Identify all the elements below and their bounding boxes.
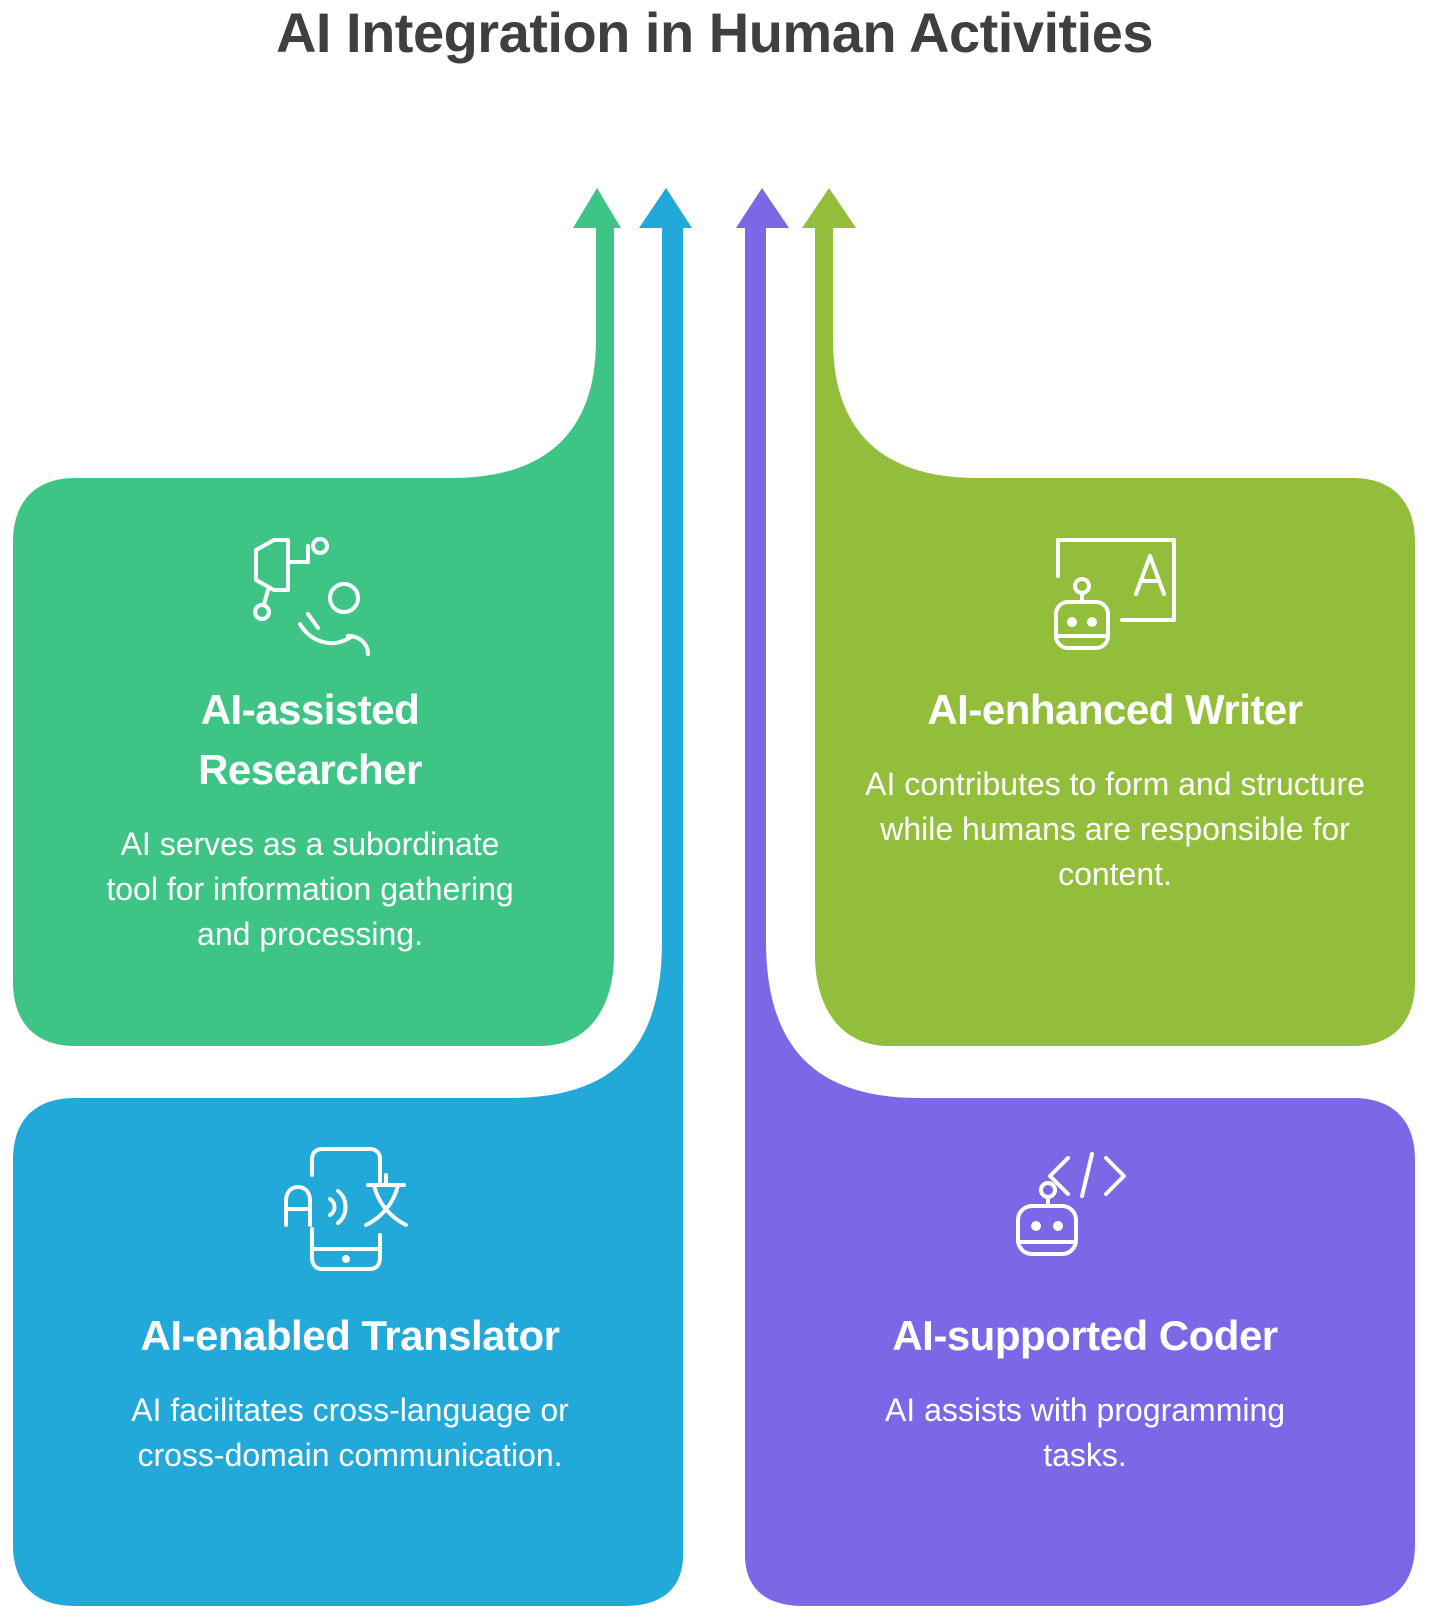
translator-title: AI-enabled Translator bbox=[140, 1312, 560, 1359]
researcher-title: AI-assisted Researcher bbox=[198, 686, 422, 793]
coder-card: AI-supported Coder AI assists with progr… bbox=[770, 1306, 1400, 1478]
phone-translate-icon bbox=[282, 1145, 412, 1275]
coder-title: AI-supported Coder bbox=[892, 1312, 1278, 1359]
robot-letter-board-icon bbox=[1050, 532, 1180, 657]
translator-description: AI facilitates cross-language or cross-d… bbox=[131, 1392, 569, 1473]
translator-card-body bbox=[13, 188, 692, 1606]
page-title: AI Integration in Human Activities bbox=[275, 1, 1154, 64]
translator-card: AI-enabled Translator AI facilitates cro… bbox=[30, 1306, 670, 1478]
robot-code-icon bbox=[1010, 1150, 1140, 1275]
researcher-card: AI-assisted Researcher AI serves as a su… bbox=[30, 680, 590, 957]
researcher-robot-arm-icon bbox=[248, 532, 378, 657]
writer-card: AI-enhanced Writer AI contributes to for… bbox=[835, 680, 1395, 897]
researcher-card-body bbox=[13, 188, 621, 1046]
writer-description: AI contributes to form and structure whi… bbox=[865, 766, 1365, 892]
writer-title: AI-enhanced Writer bbox=[927, 686, 1303, 733]
coder-description: AI assists with programming tasks. bbox=[884, 1392, 1286, 1473]
researcher-description: AI serves as a subordinate tool for info… bbox=[106, 826, 514, 952]
coder-card-body bbox=[736, 188, 1415, 1606]
